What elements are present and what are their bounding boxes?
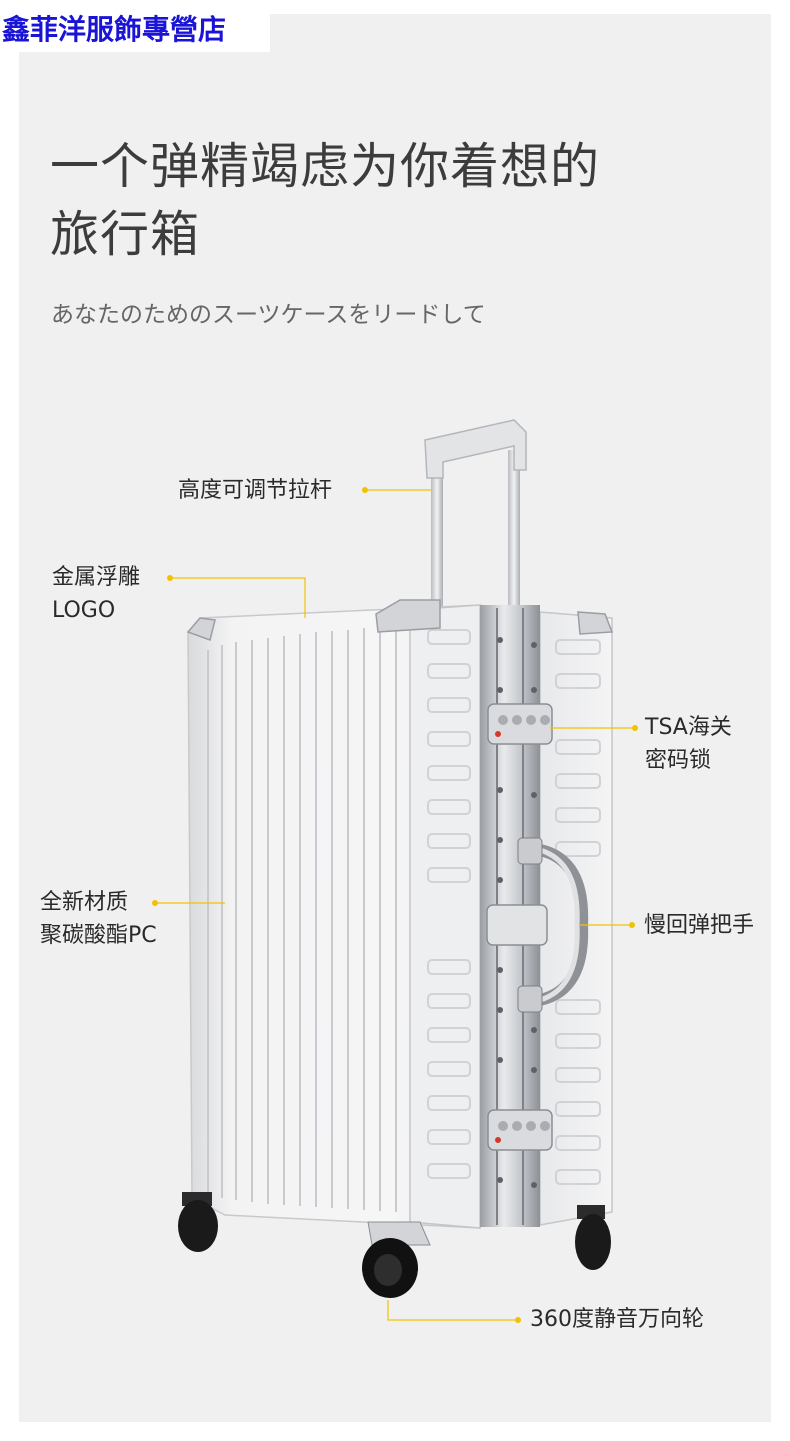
headline: 一个弹精竭虑为你着想的 旅行箱	[50, 133, 690, 269]
callout-dot-grip	[629, 922, 635, 928]
store-name: 鑫菲洋服飾專營店	[0, 8, 270, 52]
callout-material: 全新材质 聚碳酸酯PC	[40, 886, 157, 952]
callout-tsa-lock-line-1: TSA海关	[645, 715, 732, 740]
callout-grip: 慢回弹把手	[644, 913, 755, 938]
callout-dot-handle-rod	[362, 487, 368, 493]
tsa-lock-top	[487, 703, 553, 745]
telescoping-handle	[424, 419, 527, 615]
callout-tsa-lock: TSA海关 密码锁	[645, 711, 732, 777]
callout-dot-material	[152, 900, 158, 906]
callout-leaders	[155, 489, 635, 1321]
callout-dot-lock	[632, 725, 638, 731]
callout-logo-line-1: 金属浮雕	[52, 565, 141, 590]
tsa-lock-bottom	[487, 1109, 553, 1151]
subtitle: あなたのためのスーツケースをリードして	[51, 302, 486, 328]
headline-line-1: 一个弹精竭虑为你着想的	[50, 138, 601, 195]
callout-dot-logo	[167, 575, 173, 581]
callout-wheels: 360度静音万向轮	[530, 1307, 704, 1332]
callout-tsa-lock-line-2: 密码锁	[645, 748, 712, 773]
callout-logo: 金属浮雕 LOGO	[52, 561, 140, 627]
headline-line-2: 旅行箱	[50, 206, 201, 263]
callout-material-line-1: 全新材质	[40, 890, 129, 915]
spinner-wheels	[178, 1192, 611, 1298]
callout-material-line-2: 聚碳酸酯PC	[40, 923, 157, 948]
shell-ribs	[207, 626, 397, 1212]
callout-handle-rod: 高度可调节拉杆	[178, 478, 333, 503]
callout-logo-line-2: LOGO	[52, 598, 116, 623]
callout-dot-wheels	[515, 1317, 521, 1323]
